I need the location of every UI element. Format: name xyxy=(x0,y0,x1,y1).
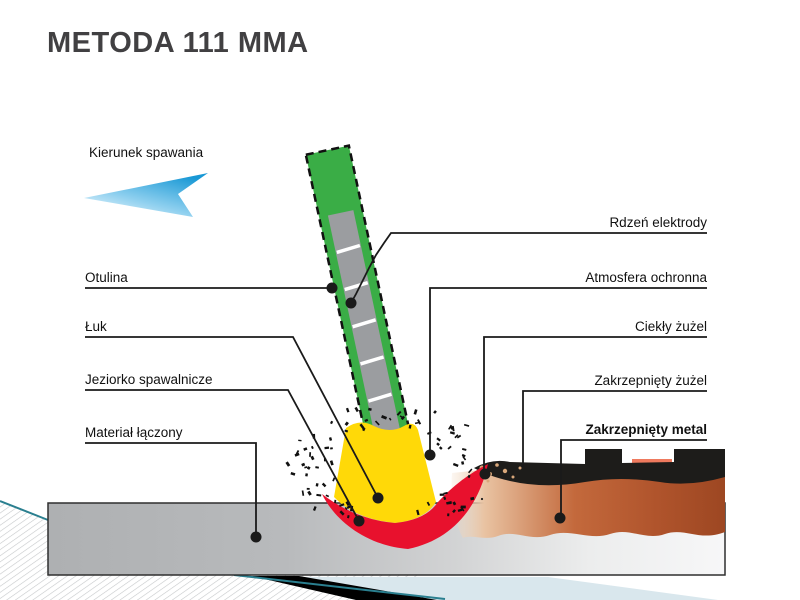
solidified-slag-layer xyxy=(474,449,725,486)
leader-luk xyxy=(85,336,379,499)
label-ciekly: Ciekły żużel xyxy=(634,319,707,334)
leader-lines xyxy=(85,232,707,537)
label-otulina: Otulina xyxy=(85,270,128,285)
leader-material xyxy=(85,442,257,537)
leader-jeziorko xyxy=(85,389,360,522)
label-luk: Łuk xyxy=(85,319,107,334)
callout-dot-ciekly xyxy=(479,468,491,480)
callout-dot-metal xyxy=(554,512,566,524)
leader-ciekly xyxy=(483,336,707,474)
arc-region xyxy=(334,422,436,523)
direction-label: Kierunek spawania xyxy=(89,145,204,160)
direction-arrow-icon xyxy=(84,173,208,217)
weld-pool xyxy=(322,464,488,549)
label-metal: Zakrzepnięty metal xyxy=(585,422,707,437)
accent-line-footer xyxy=(233,574,446,600)
leader-zuzel xyxy=(522,390,707,467)
callout-dot-luk xyxy=(372,492,384,504)
core-stripes xyxy=(336,243,400,440)
callout-dot-material xyxy=(250,531,262,543)
page-title: METODA 111 MMA xyxy=(47,27,309,59)
leader-rdzen xyxy=(350,232,707,304)
label-rdzen: Rdzeń elektrody xyxy=(609,215,707,230)
label-zuzel: Zakrzepnięty żużel xyxy=(594,373,707,388)
label-jeziorko: Jeziorko spawalnicze xyxy=(85,372,213,387)
label-material: Materiał łączony xyxy=(85,425,183,440)
accent-line-corner xyxy=(0,500,49,521)
callout-dot-otulina xyxy=(326,282,338,294)
leader-metal xyxy=(560,439,707,518)
electrode xyxy=(304,144,412,443)
hot-metal-sliver xyxy=(632,459,672,464)
electrode-core xyxy=(327,210,402,443)
callout-dot-jeziorko xyxy=(353,515,365,527)
label-atmosfera: Atmosfera ochronna xyxy=(585,270,707,285)
protective-atmosphere-speckles xyxy=(285,406,475,519)
callout-dots xyxy=(250,282,566,543)
leader-atmosfera xyxy=(429,287,707,455)
callout-dot-atmosfera xyxy=(424,449,436,461)
callout-dot-rdzen xyxy=(345,297,357,309)
